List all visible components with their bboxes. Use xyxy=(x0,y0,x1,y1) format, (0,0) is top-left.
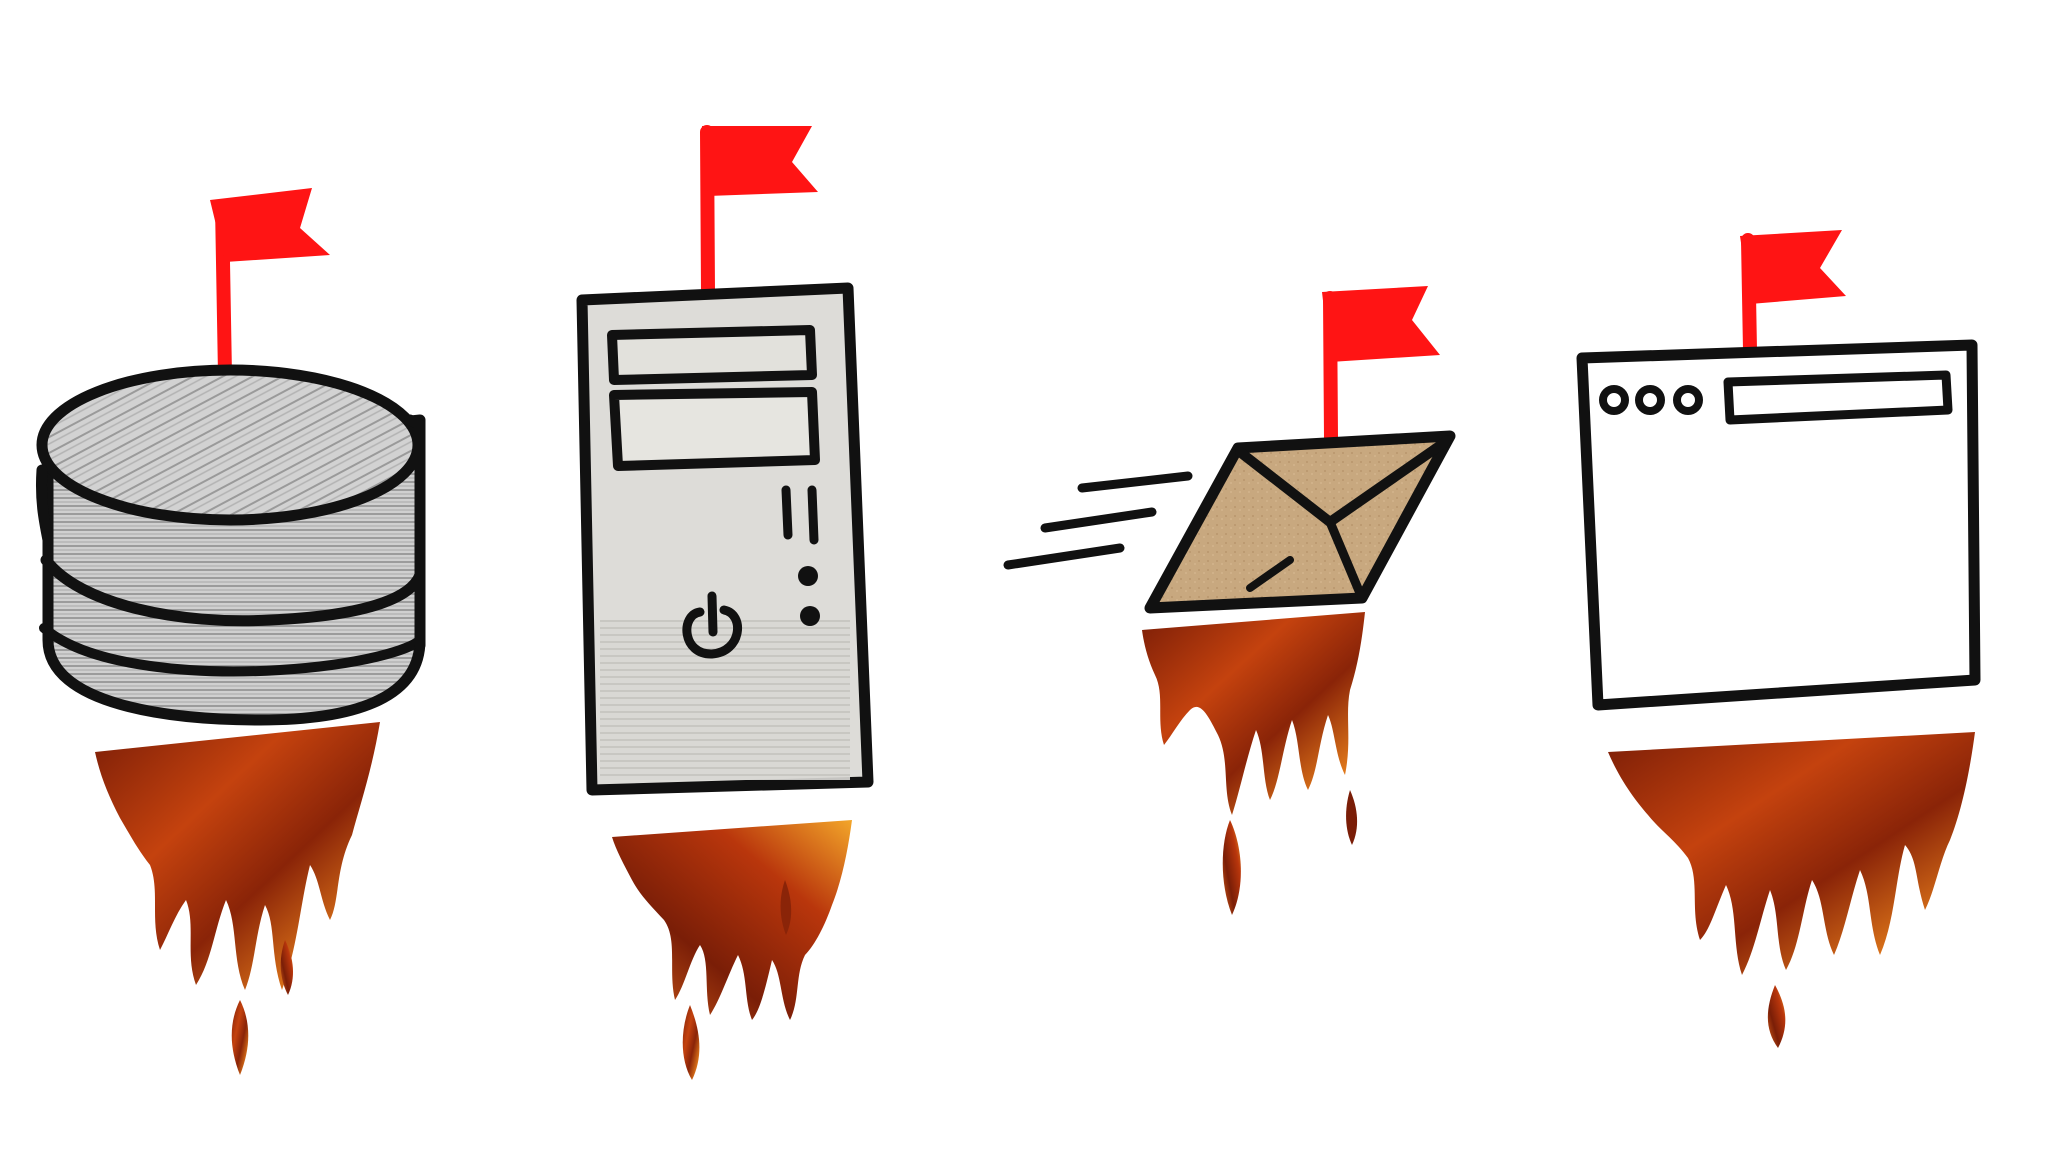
fire-icon xyxy=(95,722,380,1075)
server-group xyxy=(576,125,874,1080)
envelope-icon xyxy=(1144,430,1456,614)
flag-icon xyxy=(1740,230,1846,357)
flag-icon xyxy=(700,125,818,299)
email-group xyxy=(1003,286,1456,915)
browser-window-icon xyxy=(1576,339,1981,711)
address-bar xyxy=(1723,370,1953,425)
speed-lines-icon xyxy=(1003,471,1193,570)
server-tower-icon xyxy=(576,282,874,796)
database-group xyxy=(35,188,426,1075)
fire-icon xyxy=(1142,612,1365,915)
flag-icon xyxy=(210,188,330,382)
drive-slots xyxy=(781,485,820,626)
flag-icon xyxy=(1322,286,1440,445)
fire-icon xyxy=(612,820,852,1080)
browser-group xyxy=(1576,230,1981,1048)
fire-icon xyxy=(1608,732,1975,1048)
database-icon xyxy=(35,364,426,726)
power-button-icon xyxy=(682,591,742,659)
